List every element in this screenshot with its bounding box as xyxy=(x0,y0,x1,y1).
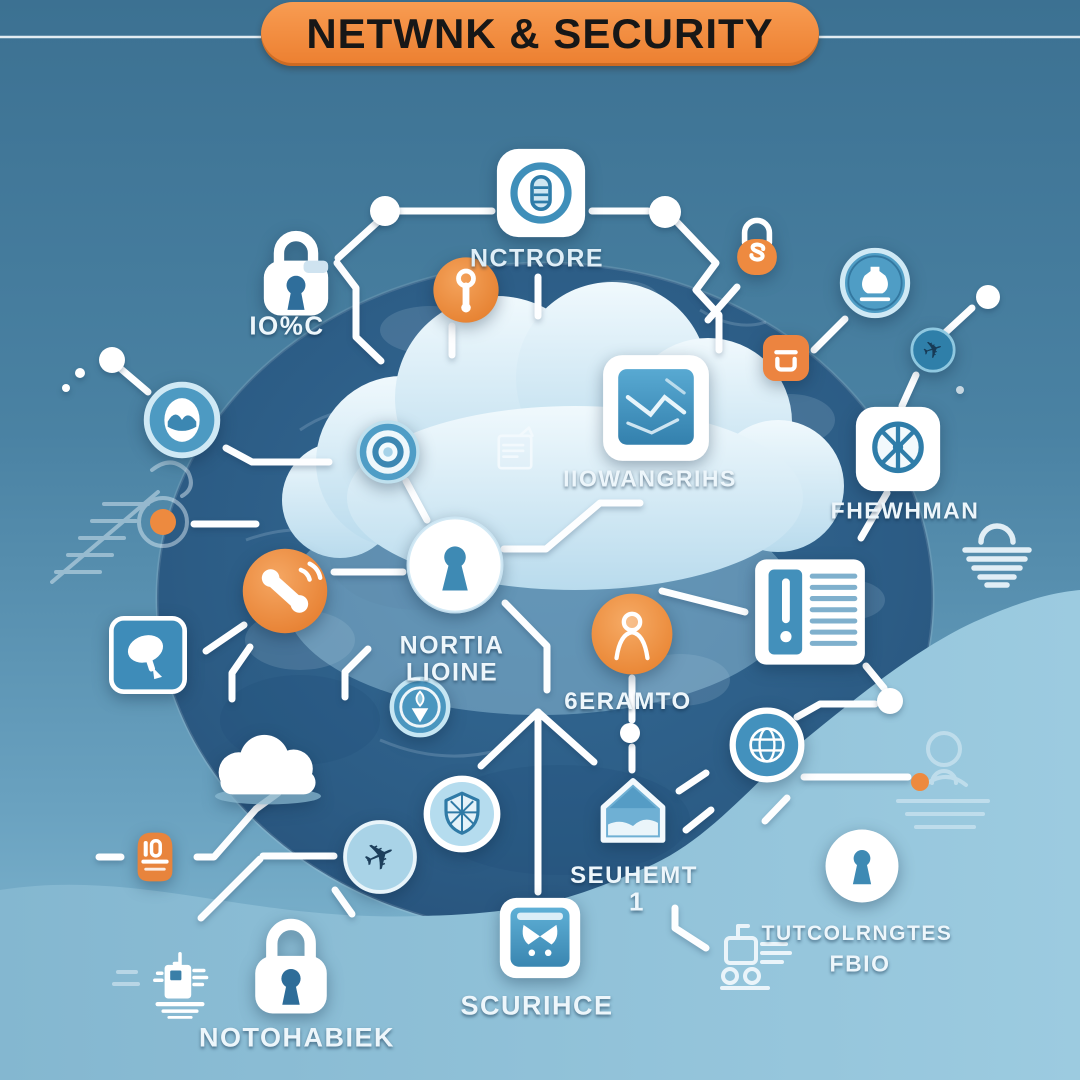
keyhole-icon xyxy=(406,516,504,614)
sketch-bottom-left xyxy=(112,970,140,986)
padlock-icon xyxy=(248,219,344,325)
cart-robot-icon xyxy=(720,924,792,990)
label-padlock-left: IO%C xyxy=(249,310,325,341)
satellite-dish-icon xyxy=(109,616,187,694)
page-title: NETWNK & SECURITY xyxy=(306,10,774,57)
plane-icon: ✈ xyxy=(342,819,418,895)
fingerprint-icon xyxy=(496,148,586,238)
circuit-sketch-left xyxy=(50,460,193,584)
label-keyhole-right-line2: FBIO xyxy=(829,950,891,977)
label-fingerprint: NCTRORE xyxy=(469,244,605,273)
person-icon xyxy=(589,591,675,677)
globe-icon xyxy=(728,706,806,784)
label-keyhole-right-line1: TUTCOLRNGTES xyxy=(761,922,953,945)
firewall-sketch-right xyxy=(896,731,990,829)
target-icon xyxy=(354,418,422,486)
phone-icon xyxy=(241,547,329,635)
connection-lines xyxy=(95,207,976,952)
title-banner: NETWNK & SECURITY xyxy=(261,2,819,66)
shield-home-icon xyxy=(594,773,672,851)
label-shield-home-line1: SEUHEMT xyxy=(570,862,698,889)
document-icon xyxy=(486,423,544,481)
money-bag-icon xyxy=(838,246,912,320)
label-shield-home-line2: 1 xyxy=(629,886,645,917)
clasp-icon xyxy=(762,334,810,382)
seal-icon xyxy=(126,826,184,888)
monitor-icon xyxy=(601,354,711,462)
report-list-icon xyxy=(754,558,866,666)
shield-globe-icon xyxy=(422,774,502,854)
key-icon xyxy=(432,256,500,324)
label-monitor: IIOWANGRIHS xyxy=(563,465,737,492)
mask-screen-icon xyxy=(499,897,581,979)
label-keyhole-line2: LIOINE xyxy=(405,658,499,687)
cloud-icon xyxy=(204,724,332,808)
label-person: 6ERAMTO xyxy=(564,688,692,715)
junction-dots xyxy=(62,196,1000,743)
no-malware-icon xyxy=(855,406,941,492)
padlock-icon xyxy=(243,903,339,1021)
label-padlock-big: NOTOHABIEK xyxy=(198,1022,396,1053)
label-firewall: FHEWHMAN xyxy=(830,497,980,524)
avatar-icon xyxy=(140,378,224,462)
printer-icon xyxy=(145,948,215,1028)
plane-icon: ✈ xyxy=(910,327,956,373)
striped-lock-icon xyxy=(962,523,1032,588)
keyhole-icon xyxy=(824,828,900,904)
orange-dots xyxy=(150,509,929,791)
arrow-down-icon xyxy=(388,675,452,739)
label-keyhole-line1: NORTIA xyxy=(399,631,505,660)
padlock-orange-icon xyxy=(726,209,788,279)
label-mask-monitor: SCURIHCE xyxy=(460,990,614,1021)
